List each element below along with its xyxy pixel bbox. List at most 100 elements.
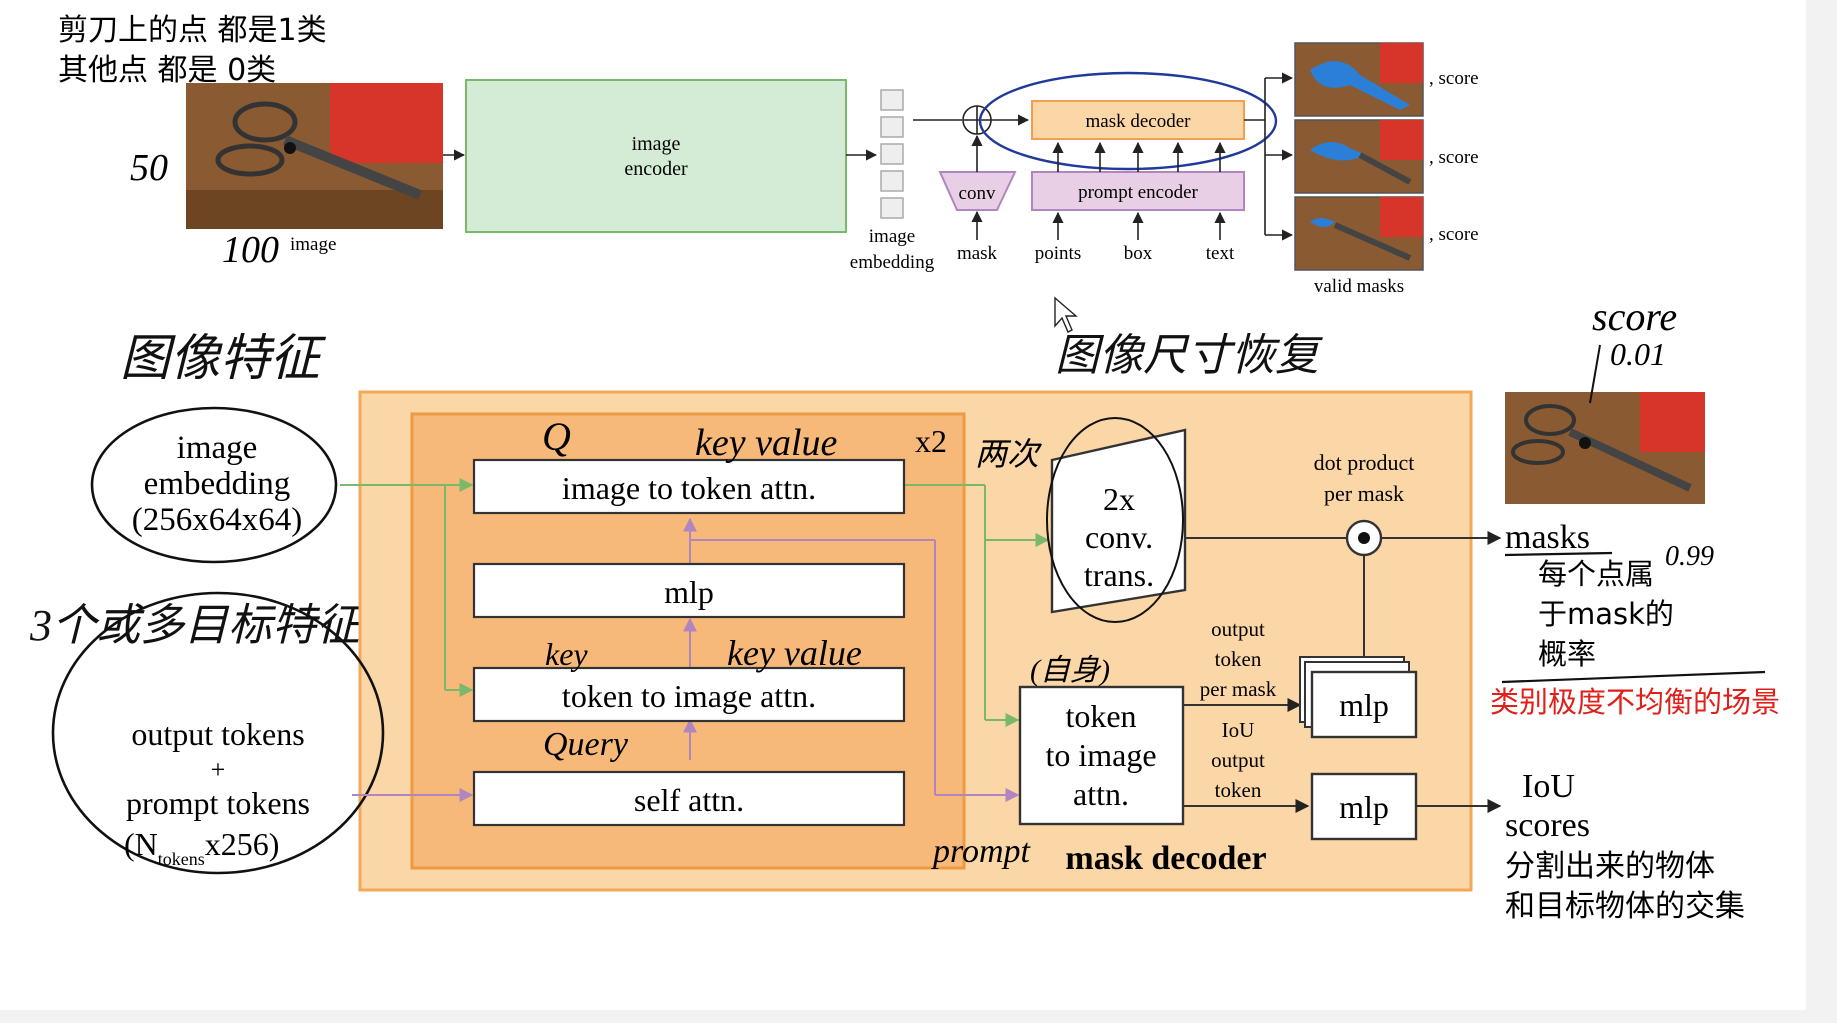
hand-50: 50 (130, 147, 168, 189)
input-box-label: box (1124, 243, 1153, 264)
hand-upsample: 图像尺寸恢复 (1055, 331, 1323, 380)
mlp-iou-label: mlp (1339, 789, 1389, 825)
embedding-stack (880, 89, 904, 219)
bottom-margin (0, 1010, 1837, 1023)
hand-score-value: 0.01 (1610, 336, 1666, 372)
hand-ellipse-conv (1046, 417, 1184, 623)
hand-score-pointer (1589, 344, 1601, 404)
image-embedding-line2: embedding (144, 466, 291, 502)
image-encoder-label-1: image (632, 133, 681, 155)
image-label: image (290, 234, 336, 255)
mlp-iou-box (1310, 772, 1418, 841)
output-token-line1: output (1211, 617, 1265, 641)
block-image-to-token (472, 458, 906, 515)
prompt-encoder-label: prompt encoder (1078, 182, 1198, 203)
mlp-mask-label: mlp (1339, 687, 1389, 723)
score-label-3: , score (1429, 224, 1479, 245)
block-mlp-label: mlp (664, 574, 714, 610)
token-to-image-line1: token (1065, 698, 1136, 734)
score-label-1: , score (1429, 68, 1479, 89)
hand-query: Query (543, 726, 629, 763)
block-mlp (472, 562, 906, 619)
block-self-attn-label: self attn. (634, 782, 744, 818)
note-top-line2: 其他点 都是 0类 (58, 53, 276, 88)
input-points-label: points (1035, 243, 1081, 264)
hand-image-feature: 图像特征 (120, 330, 327, 386)
masks-output-label: masks (1505, 519, 1590, 556)
conv-trans-line2: conv. (1085, 519, 1153, 555)
hand-ellipse-tokens (51, 591, 385, 875)
mask-decoder-title: mask decoder (1065, 840, 1266, 877)
image-encoder-box (465, 79, 847, 233)
conv-trans-line3: trans. (1084, 557, 1154, 593)
hand-key-value-1: key value (695, 422, 838, 464)
token-to-image-line3: attn. (1073, 776, 1129, 812)
hand-score: score (1592, 294, 1677, 339)
hand-prompt-feature: 3个或多目标特征 (29, 601, 366, 650)
dot-product-line2: per mask (1324, 481, 1404, 506)
token-to-image-box (1018, 685, 1185, 826)
prompt-tokens-label: prompt tokens (126, 785, 310, 821)
output-token-line3: per mask (1200, 677, 1277, 701)
hand-underline-masks (1504, 551, 1613, 557)
block-self-attn (472, 770, 906, 827)
prompt-dims: (Ntokensx256) (124, 826, 279, 869)
valid-mask-2 (1294, 119, 1424, 194)
x2-label: x2 (915, 423, 947, 459)
output-image (1505, 392, 1705, 504)
iou-output-line1: IoU (1522, 768, 1575, 805)
hand-prompt: prompt (931, 833, 1032, 870)
token-to-image-line2: to image (1045, 737, 1156, 773)
bottom-diagram: x2 image embedding (256x64x64) output to… (51, 390, 1502, 892)
hand-q: Q (542, 414, 571, 459)
masks-desc-1: 每个点属 (1538, 557, 1654, 591)
hand-self: (自身) (1030, 654, 1110, 687)
iou-desc-1: 分割出来的物体 (1505, 849, 1715, 884)
right-margin (1806, 0, 1837, 1023)
hand-ellipse-embedding (90, 406, 338, 564)
input-text-label: text (1206, 243, 1235, 264)
valid-masks-label: valid masks (1314, 276, 1404, 297)
dot-product-line1: dot product (1314, 450, 1415, 475)
hand-ellipse-decoder (978, 71, 1278, 171)
block-token-to-image (472, 666, 906, 723)
image-encoder-label-2: encoder (624, 158, 688, 180)
hand-100: 100 (222, 229, 279, 271)
masks-desc-2: 于mask的 (1538, 597, 1674, 631)
iou-token-line1: IoU (1222, 718, 1255, 742)
image-embedding-line1: image (177, 430, 258, 466)
conv-label: conv (959, 183, 996, 204)
hand-key-value-2: key value (727, 633, 862, 673)
output-token-line2: token (1215, 647, 1262, 671)
conv-box (938, 171, 1017, 211)
mouse-cursor-icon (1054, 296, 1078, 333)
iou-desc-2: 和目标物体的交集 (1505, 889, 1745, 924)
hand-key: key (545, 636, 588, 672)
hand-score-value2: 0.99 (1665, 541, 1714, 572)
imbalance-note: 类别极度不均衡的场景 (1490, 685, 1780, 719)
embedding-label-1: image (869, 226, 915, 247)
iou-token-line3: token (1215, 778, 1262, 802)
valid-mask-1 (1294, 42, 1424, 117)
input-image (186, 83, 443, 229)
hand-divider-line (1501, 670, 1766, 684)
image-embedding-line3: (256x64x64) (132, 502, 302, 538)
iou-token-line2: output (1211, 748, 1265, 772)
embedding-label-2: embedding (850, 252, 935, 273)
masks-desc-3: 概率 (1538, 637, 1596, 671)
conv-trans-line1: 2x (1103, 481, 1135, 517)
mlp-mask-box (1310, 670, 1418, 739)
valid-mask-3 (1294, 196, 1424, 271)
input-mask-label: mask (957, 243, 998, 264)
block-token-to-image-label: token to image attn. (562, 678, 816, 714)
output-tokens-label: output tokens (131, 716, 304, 752)
iou-output-line2: scores (1505, 807, 1590, 844)
block-image-to-token-label: image to token attn. (562, 470, 816, 506)
top-diagram: image 50 100 image encoder image embeddi… (130, 42, 1479, 297)
score-label-2: , score (1429, 147, 1479, 168)
plus-label: + (211, 755, 226, 784)
hand-twice: 两次 (975, 436, 1042, 472)
note-top-line1: 剪刀上的点 都是1类 (58, 13, 327, 48)
mask-decoder-label-top: mask decoder (1086, 111, 1192, 132)
